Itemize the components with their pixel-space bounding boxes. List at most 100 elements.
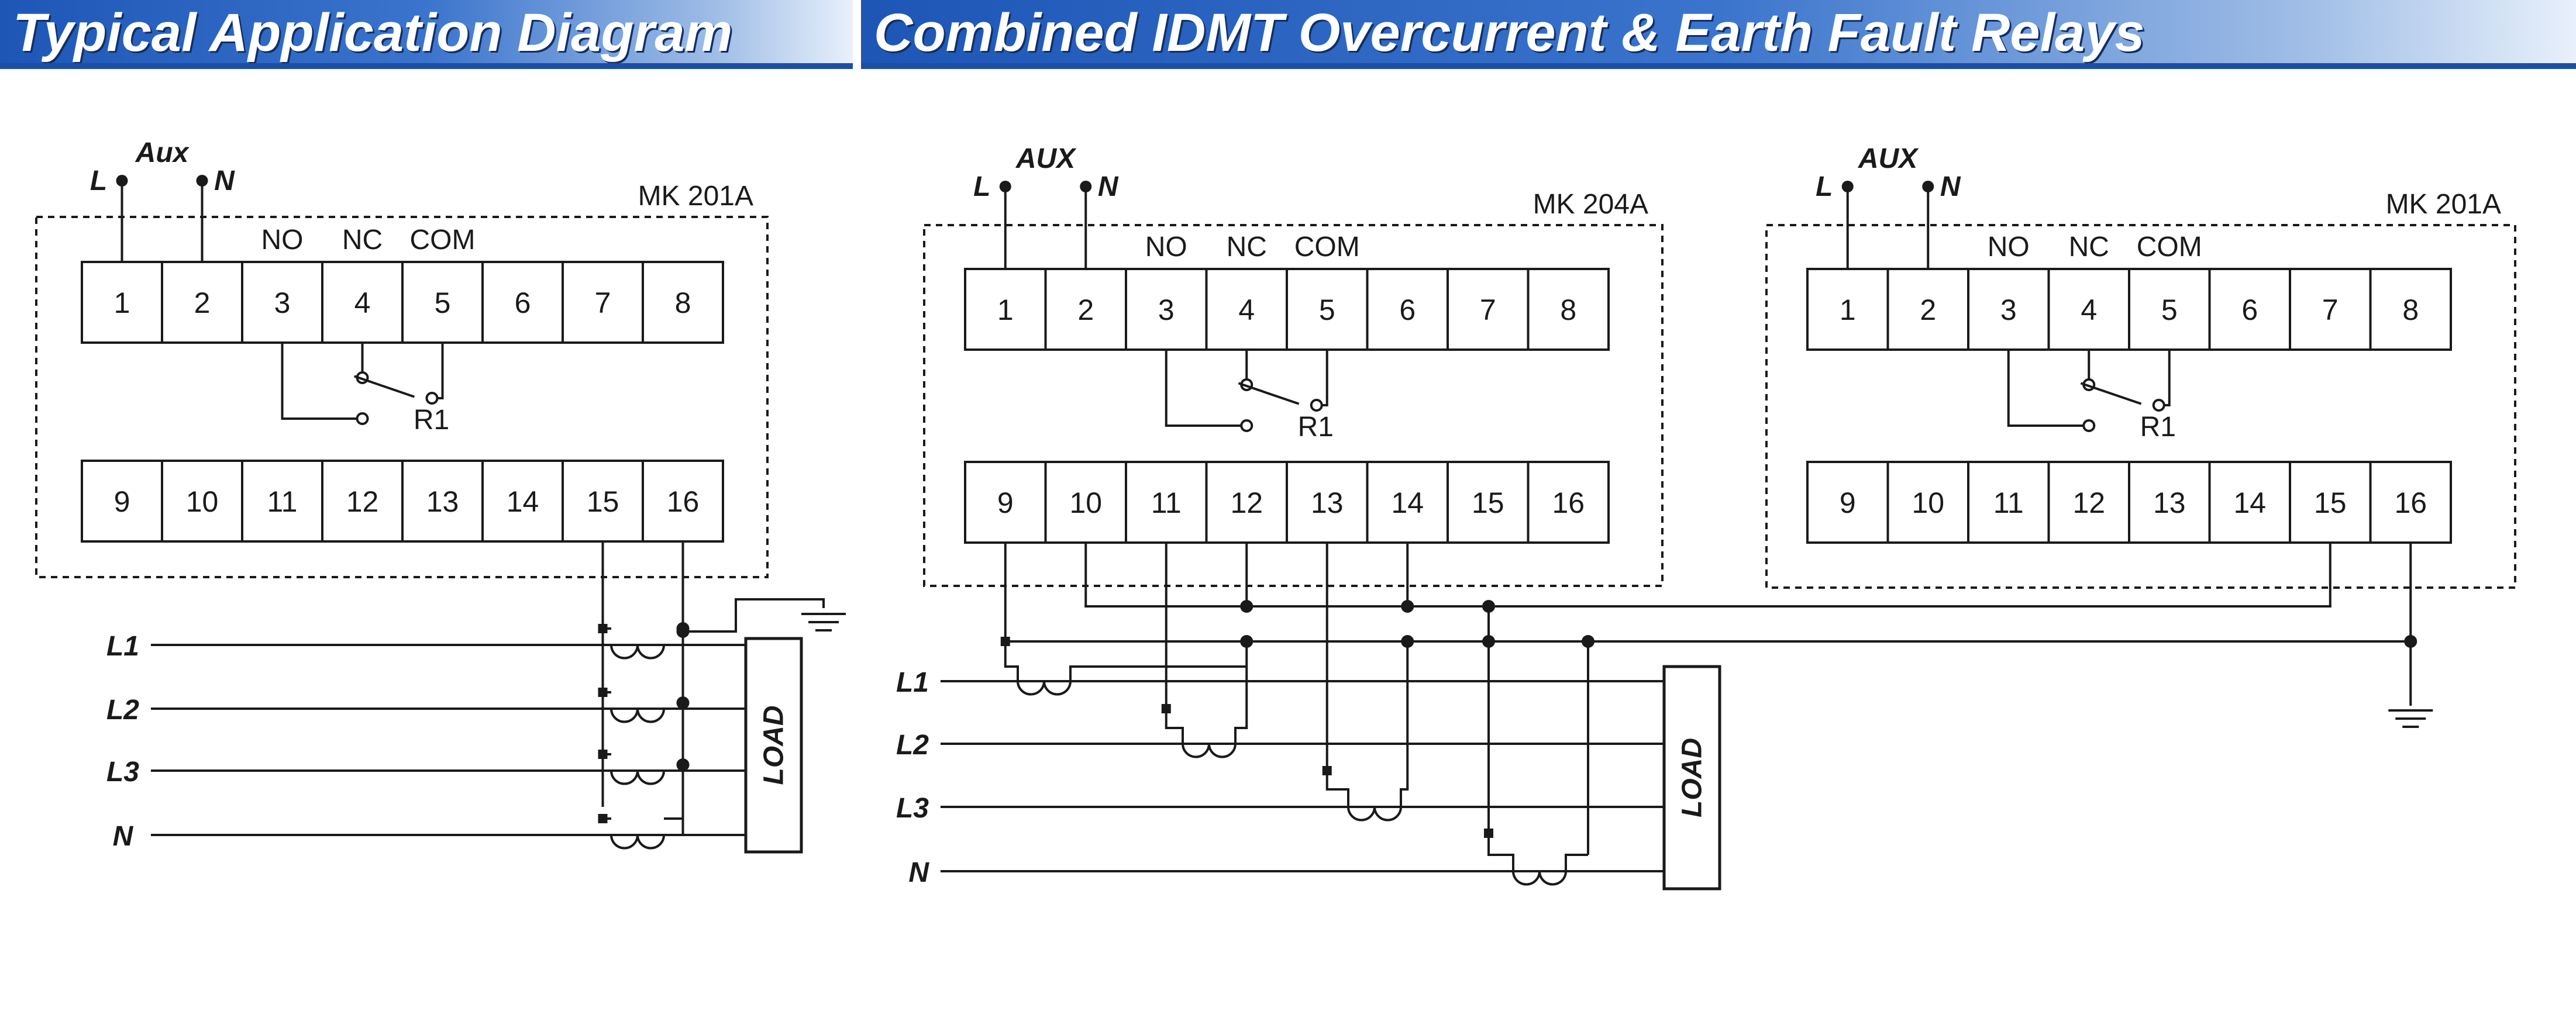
terminal-number: 10: [186, 485, 219, 518]
current-transformer: [1017, 681, 1072, 696]
current-transformer: [610, 708, 665, 723]
current-transformer: [610, 770, 665, 785]
com-contact-point: [2152, 399, 2165, 412]
terminal-number: 16: [2394, 486, 2427, 519]
ct-return-junction: [676, 696, 690, 709]
no-contact-lead: [1165, 350, 1242, 427]
load-label: LOAD: [1677, 738, 1708, 817]
terminal-number: 11: [267, 485, 298, 518]
contact-label: NO: [261, 225, 304, 256]
ct-return-junction: [676, 758, 690, 771]
relay-label: R1: [1298, 412, 1334, 443]
no-contact-lead: [281, 343, 358, 420]
terminal-number: 3: [2000, 294, 2017, 326]
no-contact-point: [1240, 419, 1253, 432]
ct-l3-return-leg: [1400, 786, 1409, 807]
relay-contact-arm: [353, 375, 415, 398]
terminal-number: 6: [1399, 294, 1416, 326]
terminal-number: 4: [1238, 294, 1255, 326]
aux-neutral-terminal-dot: [196, 175, 208, 187]
terminal-number: 4: [354, 287, 371, 319]
terminal-number: 11: [1993, 486, 2024, 519]
current-transformer: [610, 644, 665, 660]
terminal-number: 3: [274, 287, 291, 319]
aux-live-terminal-dot: [1841, 181, 1854, 192]
contact-label: COM: [2137, 232, 2202, 263]
terminal-number: 2: [1077, 294, 1094, 326]
terminal-number: 6: [515, 287, 531, 319]
com-contact-lead: [438, 343, 444, 399]
relay-model-label: MK 201A: [2386, 189, 2501, 220]
aux-neutral-label: N: [214, 165, 235, 196]
terminal-number: 13: [426, 485, 459, 518]
ct-terminal-marker: [598, 814, 608, 823]
com-contact-point: [1310, 399, 1323, 412]
terminal-number: 1: [997, 294, 1014, 326]
line-label-l1: L1: [106, 631, 139, 662]
contact-label: NO: [1988, 232, 2030, 263]
terminal-number: 4: [2081, 294, 2097, 326]
left-header-underline: [0, 63, 853, 69]
terminal-number: 15: [587, 485, 619, 518]
ct-l1-return-leg: [1069, 665, 1247, 681]
line-label-l2: L2: [106, 695, 139, 726]
relay-model-label: MK 201A: [638, 181, 753, 212]
aux-neutral-label: N: [1940, 171, 1961, 202]
ct-l2-return-leg: [1234, 725, 1248, 744]
relay-model-label: MK 204A: [1533, 189, 1648, 220]
relay-label: R1: [414, 405, 449, 436]
aux-live-label: L: [973, 171, 990, 202]
bus-a-junction: [1401, 600, 1414, 613]
com-contact-lead: [1322, 350, 1328, 406]
terminal-number: 9: [997, 486, 1014, 519]
terminal-number: 14: [2233, 486, 2266, 519]
com-contact-point: [425, 392, 439, 405]
terminal-number: 2: [1920, 294, 1936, 326]
aux-live-label: L: [90, 165, 107, 196]
terminal-number: 1: [114, 287, 130, 319]
load-label: LOAD: [759, 706, 790, 785]
ct-n-secondary: [1487, 833, 1514, 871]
no-contact-point: [356, 412, 369, 425]
terminal-number: 12: [346, 485, 379, 518]
right-header-title: Combined IDMT Overcurrent & Earth Fault …: [874, 3, 2145, 63]
contact-label: COM: [410, 225, 476, 256]
aux-live-terminal-dot: [999, 181, 1011, 192]
terminal-number: 9: [1840, 486, 1856, 519]
terminal-number: 7: [2322, 294, 2339, 326]
terminal-number: 8: [675, 287, 691, 319]
right-header-underline: [861, 63, 2576, 69]
line-label-n: N: [908, 857, 929, 888]
no-contact-lead: [2007, 350, 2085, 427]
terminal-number: 13: [2153, 486, 2186, 519]
relay-enclosure: [923, 224, 1664, 587]
terminal-number: 8: [2402, 294, 2419, 326]
terminal-number: 14: [507, 485, 539, 518]
right-header-background: [861, 0, 2576, 69]
terminal-number: 7: [595, 287, 611, 319]
terminal-number: 14: [1391, 486, 1424, 519]
terminal-number: 5: [2161, 294, 2178, 326]
contact-label: NO: [1145, 232, 1187, 263]
contact-label: COM: [1294, 232, 1360, 263]
current-transformer: [1347, 806, 1402, 822]
ct-return-junction: [676, 622, 690, 635]
terminal-number: 16: [1552, 486, 1585, 519]
aux-label: AUX: [1858, 143, 1919, 174]
left-header-title: Typical Application Diagram: [13, 3, 733, 63]
current-transformer: [610, 834, 665, 850]
terminal-number: 8: [1560, 294, 1576, 326]
aux-label: Aux: [135, 137, 190, 168]
ct-terminal-marker: [598, 688, 608, 697]
bus-a-junction: [1240, 600, 1253, 613]
ct-l2-secondary: [1165, 709, 1184, 744]
relay-contact-arm: [2080, 382, 2142, 405]
terminal-number: 6: [2241, 294, 2258, 326]
terminal-number: 5: [435, 287, 451, 319]
terminal-number: 10: [1069, 486, 1102, 519]
right-header-banner: Combined IDMT Overcurrent & Earth Fault …: [861, 0, 2576, 69]
terminal-number: 5: [1319, 294, 1335, 326]
no-contact-point: [2082, 419, 2096, 432]
aux-label: AUX: [1015, 143, 1077, 174]
